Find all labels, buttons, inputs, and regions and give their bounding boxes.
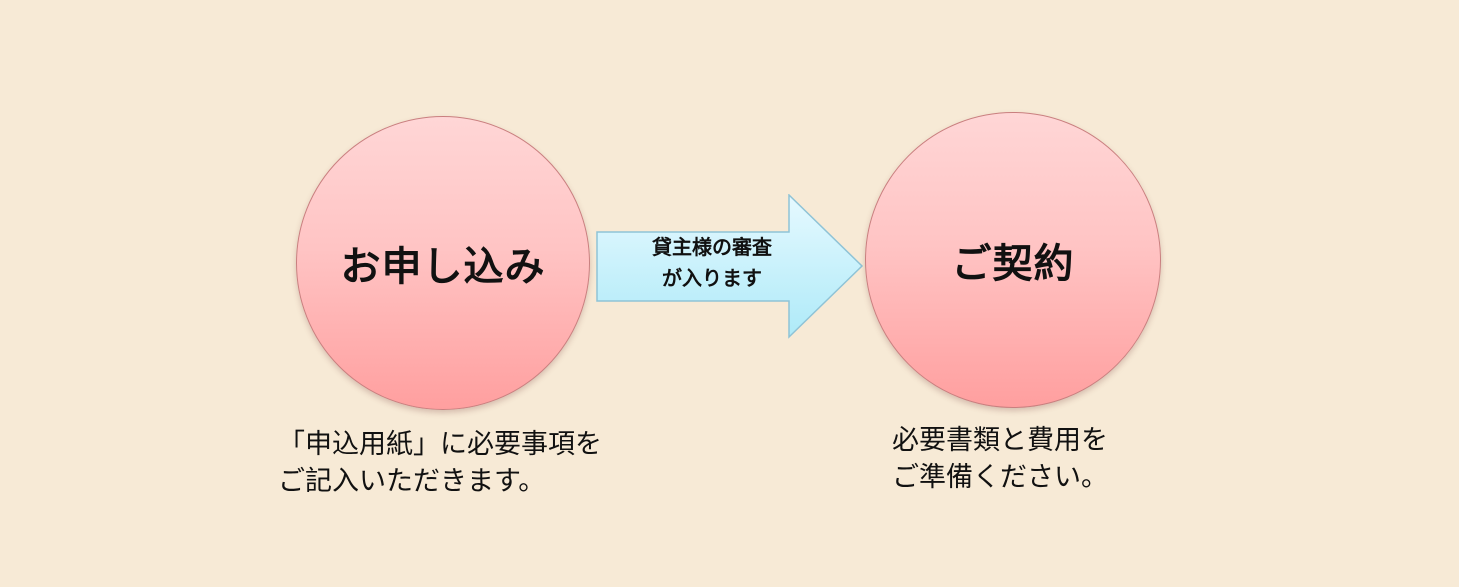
step-apply-note: 「申込用紙」に必要事項を ご記入いただきます。 — [278, 426, 602, 500]
step-apply-note-line2: ご記入いただきます。 — [278, 466, 546, 497]
step-contract-note: 必要書類と費用を ご準備ください。 — [892, 422, 1108, 496]
step-apply-note-line1: 「申込用紙」に必要事項を — [278, 429, 602, 460]
review-arrow-line2: が入ります — [662, 266, 762, 290]
review-arrow-line1: 貸主様の審査 — [652, 235, 772, 259]
step-contract-note-line2: ご準備ください。 — [892, 462, 1108, 493]
step-contract-circle: ご契約 — [865, 112, 1161, 408]
right-arrow-icon — [596, 194, 864, 339]
review-arrow: 貸主様の審査 が入ります — [596, 194, 864, 339]
review-arrow-text: 貸主様の審査 が入ります — [596, 232, 828, 294]
step-contract-note-line1: 必要書類と費用を — [892, 425, 1108, 456]
step-apply-circle: お申し込み — [296, 116, 590, 410]
step-contract-label: ご契約 — [951, 241, 1075, 287]
step-apply-label: お申し込み — [340, 244, 546, 290]
